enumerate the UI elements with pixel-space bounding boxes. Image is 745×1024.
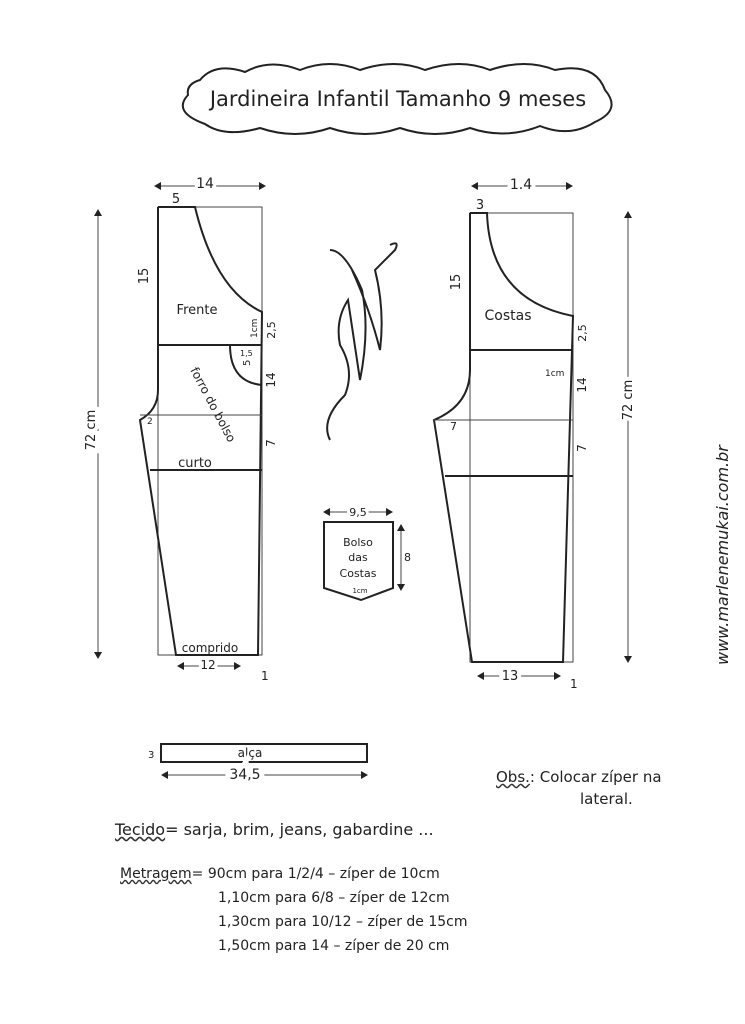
back-side-low-label: 7 (575, 444, 589, 452)
signature (326, 242, 398, 441)
yardage-row: 1,10cm para 6/8 – zíper de 12cm (218, 890, 450, 906)
obs-note: Obs.: Colocar zíper na (496, 768, 662, 786)
pocket-label-1-label: Bolso (343, 536, 373, 549)
front-long-line-label: comprido (182, 641, 238, 655)
pocket-point-label: 1cm (352, 587, 367, 595)
back-hem-width-label: 13 (502, 669, 519, 684)
back-hem-drop-label: 1 (570, 677, 578, 691)
front-bodice-height-label: 15 (137, 268, 152, 285)
front-dart-label: 1cm (250, 319, 260, 338)
back-label-label: Costas (485, 308, 532, 324)
front-side-low-label: 7 (264, 439, 278, 447)
pocket-height-label: 8 (404, 551, 411, 564)
pocket-label-2-label: das (348, 551, 368, 564)
front-hem-width-label: 12 (200, 658, 215, 672)
front-pocket-w-label: 1,5 (240, 349, 253, 358)
back-crotch-label: 7 (450, 420, 457, 433)
title: Jardineira Infantil Tamanho 9 meses (208, 87, 586, 111)
pocket-label-3-label: Costas (340, 567, 377, 580)
strap-height-label: 3 (148, 750, 154, 761)
yardage-note: Metragem= 90cm para 1/2/4 – zíper de 10c… (120, 866, 440, 882)
back-width-label: 1.4 (510, 177, 532, 193)
pocket-width-label: 9,5 (349, 506, 367, 519)
front-piece: 14 5 15 72 cm Frente 1cm 2,5 1,5 5 14 fo… (80, 173, 278, 683)
front-short-line-label: curto (178, 456, 212, 471)
front-neck-label: 5 (172, 192, 180, 207)
yardage-row: 1,50cm para 14 – zíper de 20 cm (218, 938, 450, 954)
front-width-label: 14 (196, 176, 214, 192)
strap-length-label: 34,5 (229, 767, 260, 783)
front-label-label: Frente (177, 303, 218, 318)
front-hem-drop-label: 1 (261, 669, 269, 683)
front-side-mid-label: 14 (264, 372, 278, 387)
back-side-top-label: 2,5 (576, 324, 589, 342)
strap-label-label: alça (238, 746, 263, 760)
back-piece: 1.4 3 15 72 cm Costas 2,5 1cm 14 7 7 13 … (432, 173, 640, 691)
front-total-length-label: 72 cm (84, 410, 99, 451)
strap: alça 3 34,5 (148, 743, 368, 788)
yardage-row: 1,30cm para 10/12 – zíper de 15cm (218, 914, 468, 930)
back-neck-label: 3 (476, 198, 484, 213)
front-pocket-h-label: 5 (242, 360, 253, 366)
obs-note-line-2: lateral. (580, 790, 633, 808)
back-dart-label: 1cm (545, 369, 564, 379)
fabric-note: Tecido= sarja, brim, jeans, gabardine ..… (115, 820, 434, 839)
website: www.marlenemukai.com.br (713, 444, 732, 665)
front-pocket-lining-label: forro do bolso (187, 365, 238, 445)
back-total-length-label: 72 cm (621, 380, 636, 421)
back-bodice-height-label: 15 (449, 274, 464, 291)
front-side-top-label: 2,5 (265, 321, 278, 339)
title-cloud (181, 63, 613, 135)
back-side-mid-label: 14 (575, 377, 589, 392)
front-crotch-label: 2 (147, 417, 153, 427)
back-pocket: 9,5 Bolso das Costas 1cm 8 (323, 503, 414, 602)
